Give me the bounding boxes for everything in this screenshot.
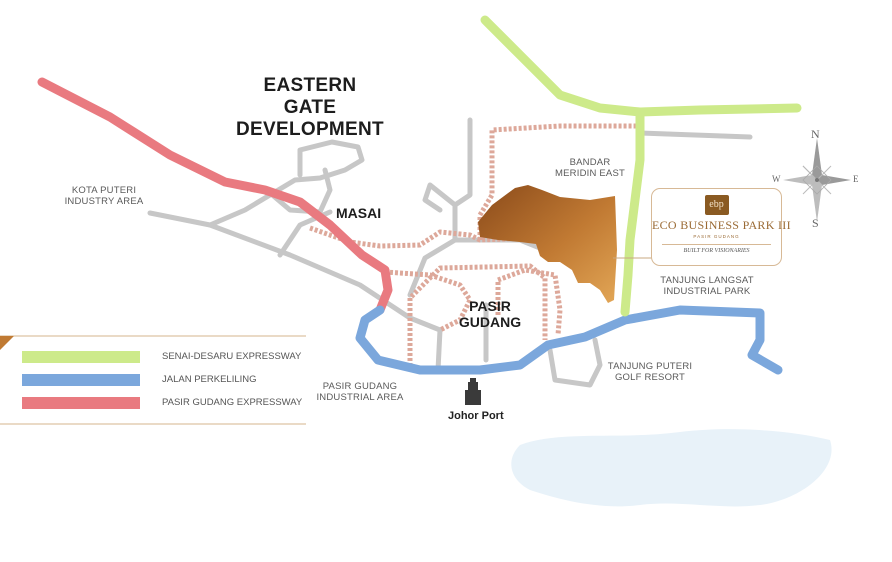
legend-swatch-senai-desaru: [22, 351, 140, 363]
pasir-gudang-expressway-line: [37, 77, 393, 315]
legend-label-senai-desaru: SENAI-DESARU EXPRESSWAY: [162, 351, 302, 362]
legend-swatch-pasir-gudang-exp: [22, 397, 140, 409]
compass-w-label: W: [772, 174, 781, 184]
senai-desaru-expressway-line: [480, 15, 802, 317]
compass-e-label: E: [853, 174, 859, 184]
compass-s-label: S: [812, 216, 819, 230]
project-card: ebp ECO BUSINESS PARK III PASIR GUDANG B…: [651, 188, 791, 266]
sea-area: [511, 429, 832, 507]
legend-label-pasir-gudang-exp: PASIR GUDANG EXPRESSWAY: [162, 397, 303, 408]
label-tanjung-langsat: TANJUNG LANGSAT INDUSTRIAL PARK: [660, 275, 754, 297]
legend-item-senai-desaru: SENAI-DESARU EXPRESSWAY: [22, 349, 306, 365]
jalan-perkeliling-line: [355, 305, 783, 375]
project-tagline: BUILT FOR VISIONARIES: [683, 248, 750, 254]
map-title-line2: GATE DEVELOPMENT: [236, 96, 384, 140]
legend-label-perkeliling: JALAN PERKELILING: [162, 374, 257, 385]
legend-swatch-perkeliling: [22, 374, 140, 386]
eco-business-park-site: [478, 185, 617, 303]
compass-icon: [783, 138, 851, 222]
ship-icon: [465, 378, 481, 405]
label-johor-port: Johor Port: [448, 410, 504, 422]
legend-frame: [0, 335, 306, 425]
project-subtitle: PASIR GUDANG: [693, 234, 740, 239]
label-bandar-meridin: BANDAR MERIDIN EAST: [555, 157, 625, 179]
compass-n-label: N: [811, 127, 820, 141]
label-masai: MASAI: [336, 205, 382, 221]
label-kota-puteri: KOTA PUTERI INDUSTRY AREA: [64, 185, 144, 207]
map-title: EASTERN GATE DEVELOPMENT: [210, 75, 410, 141]
project-logo: ebp: [704, 195, 729, 215]
map-title-line1: EASTERN: [263, 75, 357, 96]
legend: SENAI-DESARU EXPRESSWAY JALAN PERKELILIN…: [0, 335, 306, 425]
project-divider: [662, 244, 771, 245]
label-pasir-gudang: PASIR GUDANG: [458, 298, 522, 330]
legend-item-pasir-gudang-exp: PASIR GUDANG EXPRESSWAY: [22, 395, 306, 411]
label-pasir-gudang-industrial: PASIR GUDANG INDUSTRIAL AREA: [316, 381, 404, 403]
legend-item-perkeliling: JALAN PERKELILING: [22, 372, 306, 388]
label-tanjung-puteri: TANJUNG PUTERI GOLF RESORT: [607, 361, 693, 383]
project-name: ECO BUSINESS PARK III: [652, 218, 791, 232]
